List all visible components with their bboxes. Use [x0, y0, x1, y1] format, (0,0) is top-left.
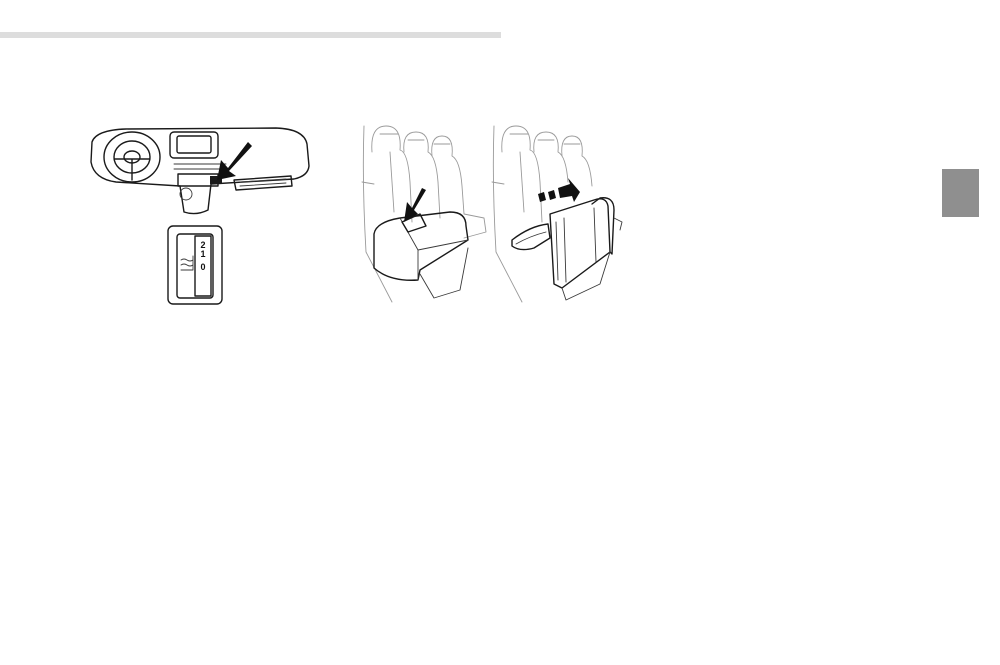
arrow-icon: [404, 188, 426, 222]
switch-position-0: 0: [200, 262, 205, 272]
bench-seat-tilted-icon: [491, 125, 623, 303]
seat-heating-switch-icon: 2 1 0: [167, 225, 223, 305]
arrow-icon: [217, 142, 252, 180]
switch-position-1: 1: [200, 249, 205, 259]
chapter-tab: [942, 169, 979, 217]
seat-stowed-illustration: [490, 122, 624, 304]
switch-position-2: 2: [200, 240, 205, 250]
header-rule: [0, 32, 501, 38]
arrow-icon: [538, 178, 580, 202]
bench-seat-folding-icon: [361, 125, 487, 303]
seat-folding-illustration: [360, 122, 492, 304]
switch-closeup: 2 1 0: [166, 224, 224, 306]
dashboard-icon: [90, 127, 310, 215]
dashboard-illustration: [86, 124, 312, 216]
